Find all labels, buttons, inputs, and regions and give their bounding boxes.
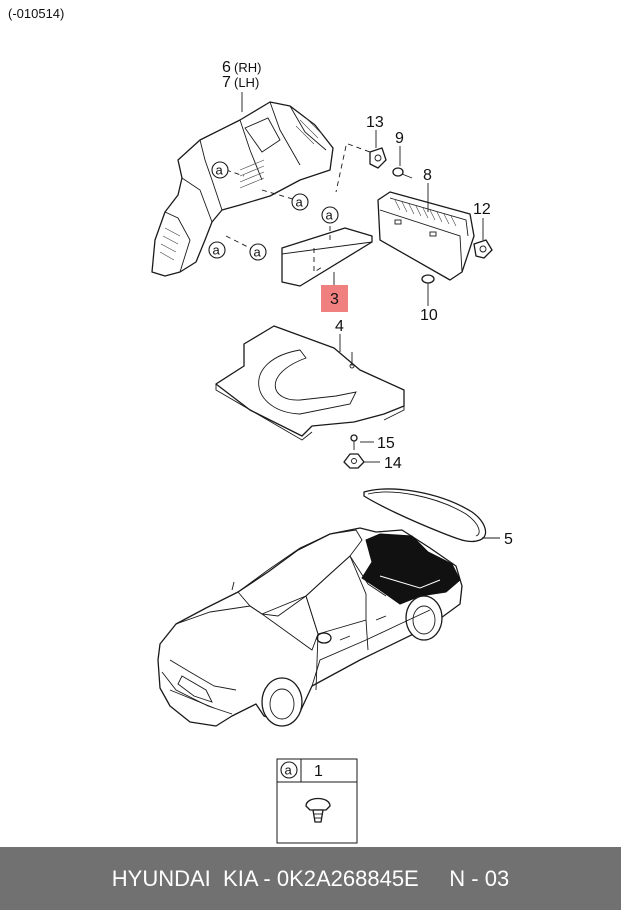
trunk-sill-plate-8 <box>377 183 475 281</box>
callout-3: 3 <box>330 291 339 308</box>
ref-circles-trim: a a a a <box>208 161 309 261</box>
push-clip-icon <box>305 797 331 811</box>
pin-15 <box>350 434 374 450</box>
ref-circle <box>249 243 267 261</box>
footer-brand: HYUNDAI <box>111 865 211 891</box>
car-illustration <box>157 527 463 727</box>
callout-9: 9 <box>395 130 404 147</box>
callout-10: 10 <box>420 307 438 324</box>
callout-7: 7 <box>222 74 231 91</box>
ref-circle <box>321 206 339 224</box>
callout-6: 6 <box>222 59 231 76</box>
callout-13: 13 <box>366 114 384 131</box>
footer-page: N - 03 <box>449 865 510 891</box>
footer-brand2: KIA - <box>223 865 277 891</box>
ref-circle <box>208 241 226 259</box>
callout-6-side: (RH) <box>234 60 261 75</box>
clip-14 <box>343 453 380 469</box>
ref-circle <box>291 193 309 211</box>
svg-text:a: a <box>326 208 334 223</box>
nut-12 <box>473 218 493 259</box>
screw-10 <box>421 274 435 306</box>
svg-text:a: a <box>213 243 221 258</box>
callout-4: 4 <box>335 318 344 335</box>
callout-15: 15 <box>377 435 395 452</box>
trunk-mat-4 <box>215 325 405 441</box>
ref-circle <box>211 161 229 179</box>
clip-13 <box>335 130 387 193</box>
trunk-lid-pad-5 <box>363 488 500 543</box>
trunk-panel-3: a <box>281 206 373 287</box>
screw-9 <box>392 146 413 179</box>
callout-7-side: (LH) <box>234 75 259 90</box>
svg-text:a: a <box>216 163 224 178</box>
legend-letter: a <box>285 763 293 778</box>
footer-part-number: 0K2A268845E <box>276 865 419 891</box>
callout-3-highlight <box>321 285 348 312</box>
callout-5: 5 <box>504 531 513 548</box>
legend-box: a 1 <box>276 758 358 844</box>
callout-8: 8 <box>423 167 432 184</box>
parts-diagram: (-010514) a a a a 6 (RH) 7 (LH) <box>8 6 513 844</box>
legend-ref-circle <box>280 761 298 779</box>
header-code: (-010514) <box>8 6 64 21</box>
svg-text:a: a <box>254 245 262 260</box>
callout-12: 12 <box>473 201 491 218</box>
footer-bar: HYUNDAI KIA - 0K2A268845E N - 03 <box>0 847 621 910</box>
trunk-side-trim <box>151 101 334 277</box>
svg-text:a: a <box>296 195 304 210</box>
callout-14: 14 <box>384 455 402 472</box>
legend-number: 1 <box>314 763 323 780</box>
